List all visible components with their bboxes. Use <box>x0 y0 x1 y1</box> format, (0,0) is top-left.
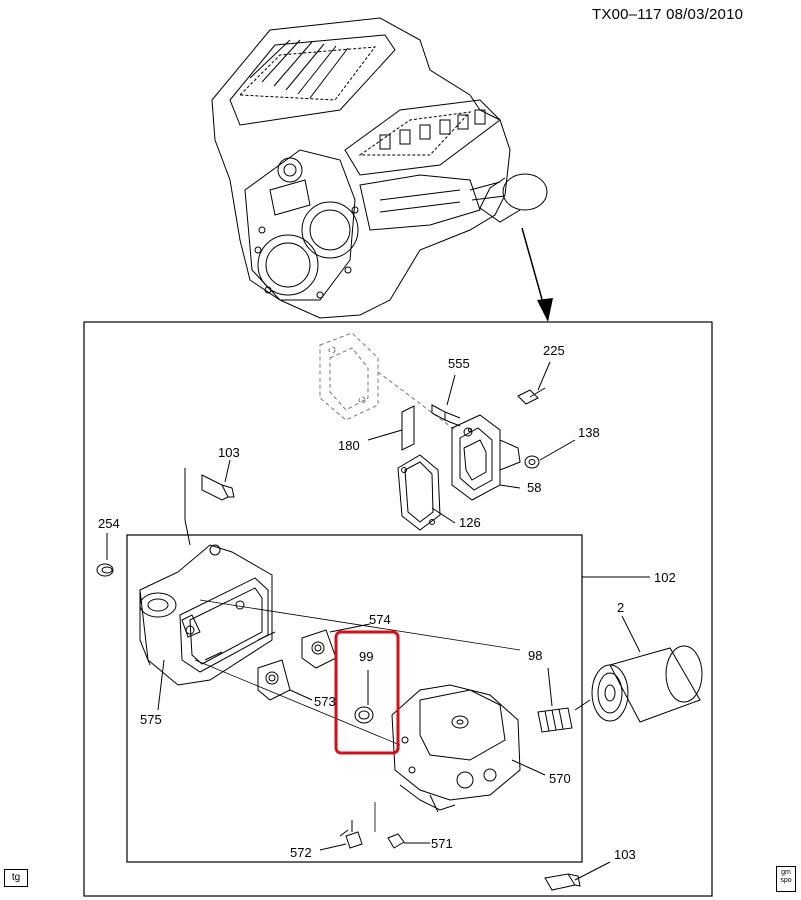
part-570-filter-housing <box>391 684 546 813</box>
assembly-box <box>126 534 583 863</box>
callout-180: 180 <box>338 438 360 453</box>
callout-254: 254 <box>98 516 120 531</box>
callout-571: 571 <box>431 836 453 851</box>
part-2-oil-filter <box>574 615 703 723</box>
callout-570: 570 <box>549 771 571 786</box>
callout-575: 575 <box>140 712 162 727</box>
document-reference: TX00–117 08/03/2010 <box>592 6 744 23</box>
part-180-seal <box>367 405 415 451</box>
ghost-adapter <box>319 332 456 431</box>
callout-2: 2 <box>617 600 624 615</box>
part-103-lower-bolt <box>544 861 611 891</box>
callout-225: 225 <box>543 343 565 358</box>
callout-58: 58 <box>527 480 541 495</box>
callout-labels: 555 225 138 180 58 103 126 254 102 574 2… <box>98 343 676 862</box>
callout-574: 574 <box>369 612 391 627</box>
part-254-oring <box>96 533 114 577</box>
part-573-gasket <box>257 659 313 701</box>
detail-arrow <box>521 227 553 322</box>
tg-badge: tg <box>4 869 28 887</box>
part-58-adapter <box>451 414 521 501</box>
part-126-gasket <box>397 454 456 531</box>
callout-573: 573 <box>314 694 336 709</box>
part-138-washer <box>524 439 576 469</box>
part-555-bolt <box>431 374 461 427</box>
gm-spo-logo-text: gm spo <box>780 869 792 884</box>
callout-138: 138 <box>578 425 600 440</box>
outer-frame <box>83 321 713 897</box>
part-572-bolt <box>319 820 363 851</box>
callout-98: 98 <box>528 648 542 663</box>
part-103-upper-bolt <box>184 459 235 546</box>
part-575-cooler <box>139 544 276 711</box>
callout-102: 102 <box>654 570 676 585</box>
callout-555: 555 <box>448 356 470 371</box>
callout-103-upper: 103 <box>218 445 240 460</box>
callout-103-lower: 103 <box>614 847 636 862</box>
part-225-bolt <box>517 361 551 405</box>
part-99-seal <box>354 670 374 724</box>
part-571-nut <box>387 833 430 849</box>
callout-572: 572 <box>290 845 312 860</box>
highlight-box-part-99 <box>334 630 400 755</box>
gm-spo-logo: gm spo <box>776 866 796 892</box>
engine-illustration <box>211 17 548 319</box>
part-98-nipple <box>537 667 573 733</box>
callout-126: 126 <box>459 515 481 530</box>
callout-99: 99 <box>359 649 373 664</box>
